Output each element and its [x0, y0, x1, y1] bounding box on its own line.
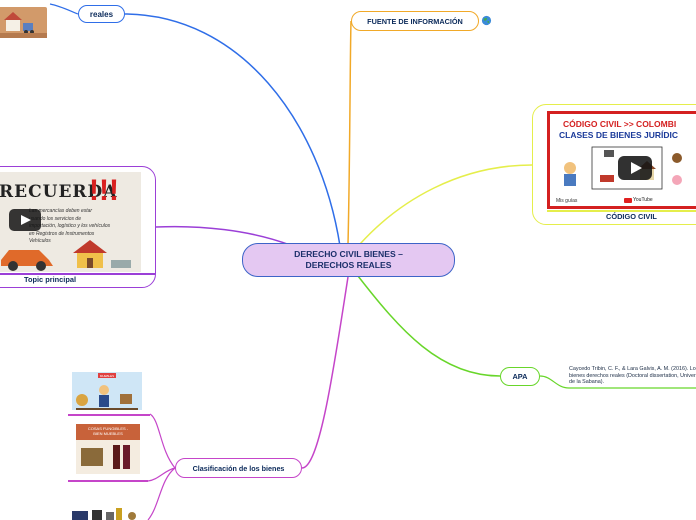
central-topic[interactable]: DERECHO CIVIL BIENES – DERECHOS REALES: [242, 243, 455, 277]
youtube-icon: YouTube: [624, 197, 653, 203]
central-topic-line2: DERECHOS REALES: [305, 260, 392, 270]
clasif-underline-2: [68, 480, 148, 482]
node-apa[interactable]: APA: [500, 367, 540, 386]
connector-fuente: [347, 20, 352, 245]
codigo-channel: Mis guías: [556, 198, 578, 204]
clasif-image-2[interactable]: COSAS FUNGIBLES - BIEN MUEBLES: [75, 423, 141, 478]
topic-headline: RECUERDA: [0, 182, 118, 202]
codigo-video-thumbnail[interactable]: CÓDIGO CIVIL >> COLOMBI CLASES DE BIENES…: [547, 111, 696, 209]
connector-reales: [124, 13, 341, 247]
connector-clasif-img1: [149, 413, 176, 469]
topic-caption: Topic principal: [24, 275, 77, 284]
codigo-title-1: CÓDIGO CIVIL >> COLOMBI: [563, 119, 677, 129]
codigo-civil-card[interactable]: CÓDIGO CIVIL >> COLOMBI CLASES DE BIENES…: [532, 104, 696, 225]
node-fuente-de-informacion[interactable]: FUENTE DE INFORMACIÓN: [351, 11, 479, 31]
connector-topic: [155, 225, 291, 246]
topic-exclaims: !!!: [89, 174, 119, 207]
central-topic-line1: DERECHO CIVIL BIENES –: [294, 249, 403, 259]
codigo-caption: CÓDIGO CIVIL: [606, 212, 657, 221]
topic-video-thumbnail[interactable]: RECUERDA !!! Las mercancías deben estar …: [0, 172, 141, 272]
topic-principal-card[interactable]: RECUERDA !!! Las mercancías deben estar …: [0, 166, 156, 288]
connector-clasificacion: [301, 276, 349, 469]
topic-underline: [0, 273, 155, 275]
clasif-image-1[interactable]: MUEBLES: [68, 370, 146, 413]
clasif-image-3[interactable]: [70, 506, 142, 520]
connector-reales-image: [49, 3, 79, 15]
play-icon[interactable]: [9, 209, 41, 231]
connector-apa: [357, 275, 501, 377]
connector-codigo: [359, 164, 533, 245]
connector-clasif-img3: [147, 467, 176, 520]
globe-icon[interactable]: [481, 15, 492, 26]
play-icon[interactable]: [618, 156, 652, 180]
connector-apa-ref: [539, 375, 570, 389]
codigo-underline: [547, 210, 696, 212]
svg-text:COSAS FUNGIBLES -: COSAS FUNGIBLES -: [88, 426, 129, 431]
clasif-underline-1: [68, 414, 150, 416]
node-clasificacion-de-los-bienes[interactable]: Clasificación de los bienes: [175, 458, 302, 478]
apa-reference-text: Caycedo Tribin, C. F., & Lara Galvis, A.…: [569, 366, 696, 386]
svg-text:MUEBLES: MUEBLES: [100, 374, 114, 378]
node-reales[interactable]: reales: [78, 5, 125, 23]
svg-text:BIEN MUEBLES: BIEN MUEBLES: [93, 431, 123, 436]
reales-image: [0, 7, 47, 38]
connector-clasif-img2: [147, 467, 176, 482]
topic-illustration: [1, 240, 131, 271]
codigo-title-2: CLASES DE BIENES JURÍDIC: [559, 130, 679, 140]
topic-body-text: Las mercancías deben estar usando los se…: [29, 208, 111, 244]
